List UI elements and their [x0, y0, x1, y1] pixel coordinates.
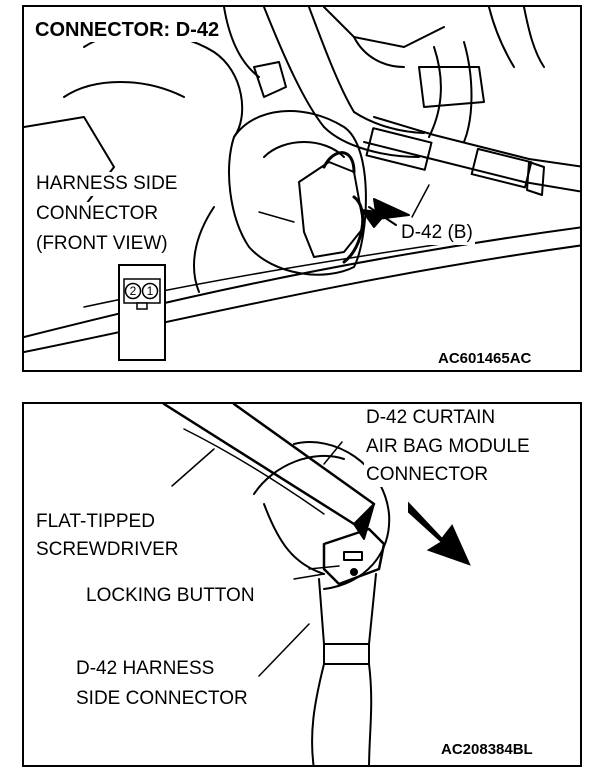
pin-2-label: 2: [130, 284, 137, 298]
module-label-line-3: CONNECTOR: [364, 463, 491, 487]
connector-location-panel: 2 1 CONNECTOR: D-42 HARNESS SIDE CONNECT…: [22, 5, 582, 372]
harness-connector-label-line-1: D-42 HARNESS: [74, 657, 217, 681]
module-label-line-2: AIR BAG MODULE: [364, 435, 532, 459]
screwdriver-illustration: [162, 404, 471, 765]
harness-connector-label-line-2: SIDE CONNECTOR: [74, 687, 250, 711]
disconnect-procedure-panel: D-42 CURTAIN AIR BAG MODULE CONNECTOR FL…: [22, 402, 582, 767]
harness-side-label-line-2: CONNECTOR: [34, 202, 161, 226]
module-label-line-1: D-42 CURTAIN: [364, 406, 498, 430]
pull-direction-arrow-icon: [408, 501, 471, 566]
figure-code: AC601465AC: [436, 350, 534, 367]
pin-1-label: 1: [147, 284, 154, 298]
locking-button-label: LOCKING BUTTON: [84, 584, 257, 608]
screwdriver-label-line-1: FLAT-TIPPED: [34, 510, 157, 534]
figure-code: AC208384BL: [439, 741, 535, 758]
harness-side-label-line-1: HARNESS SIDE: [34, 172, 180, 196]
harness-side-label-line-3: (FRONT VIEW): [34, 232, 170, 256]
connector-callout: D-42 (B): [399, 221, 475, 245]
screwdriver-label-line-2: SCREWDRIVER: [34, 538, 181, 562]
connector-title: CONNECTOR: D-42: [32, 19, 223, 42]
connector-face-icon: 2 1: [118, 264, 166, 361]
